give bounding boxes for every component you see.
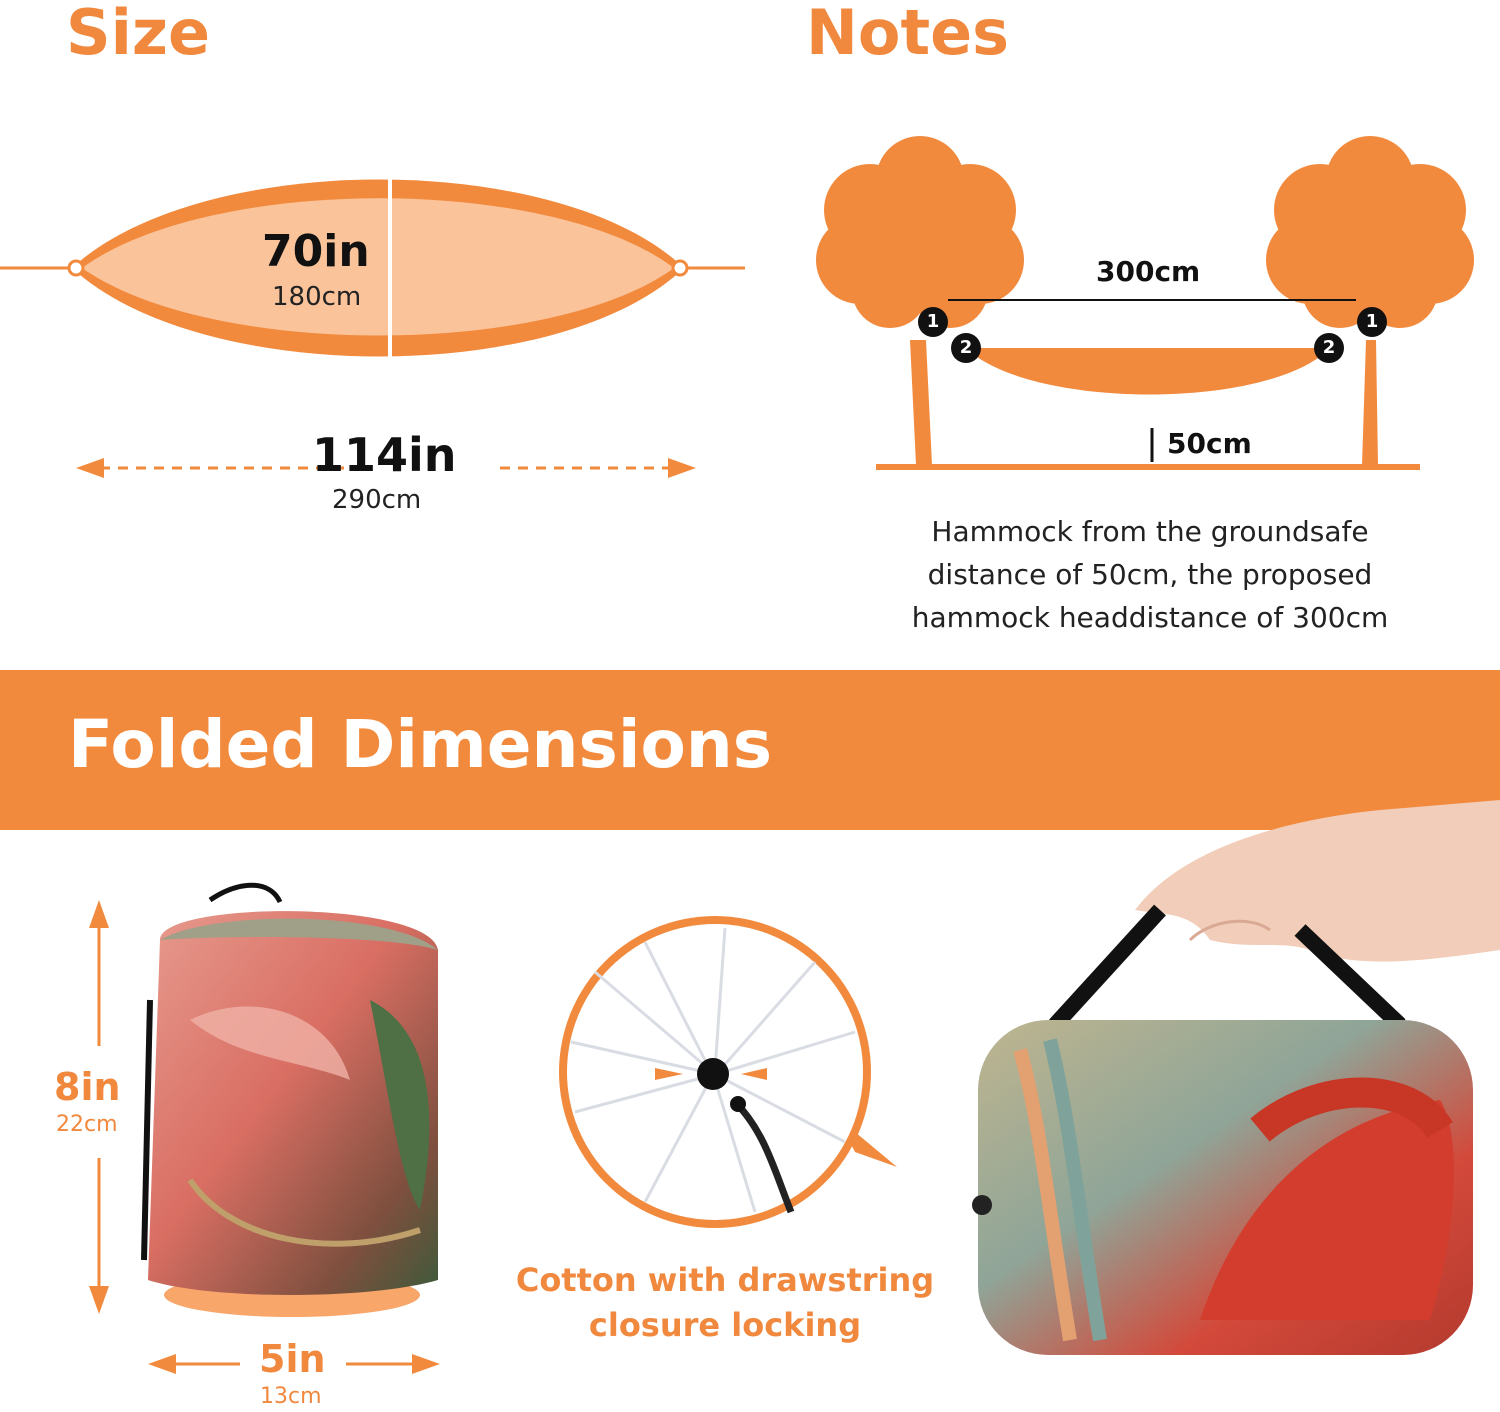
tree-icon	[816, 136, 1024, 465]
folded-banner-title: Folded Dimensions	[68, 706, 773, 783]
hammock-setup-diagram	[816, 136, 1474, 470]
size-heading: Size	[66, 0, 211, 69]
marker-2-left: 2	[959, 337, 973, 358]
hammock-length-cm: 290cm	[332, 485, 422, 515]
folded-bag-image	[141, 882, 438, 1317]
height-label: 50cm	[1167, 427, 1252, 460]
caption-line-1: Cotton with drawstring	[515, 1261, 935, 1299]
bag-height-inches: 8in	[54, 1065, 121, 1109]
notes-line-2: distance of 50cm, the proposed	[927, 558, 1373, 591]
hammock-width-inches: 70in	[262, 226, 370, 277]
tree-icon	[1266, 136, 1474, 465]
notes-description: Hammock from the groundsafe distance of …	[880, 510, 1420, 639]
hammock-length-inches: 114in	[312, 428, 457, 482]
bag-height-cm: 22cm	[56, 1112, 118, 1137]
height-arrow	[89, 900, 109, 1314]
span-label: 300cm	[1096, 255, 1201, 288]
marker-2-right: 2	[1322, 337, 1336, 358]
notes-heading: Notes	[806, 0, 1010, 69]
length-arrow	[76, 458, 696, 478]
bag-width-cm: 13cm	[260, 1384, 322, 1409]
bag-width-inches: 5in	[259, 1337, 326, 1381]
drawstring-caption: Cotton with drawstring closure locking	[490, 1258, 960, 1348]
drawstring-closeup	[559, 916, 897, 1228]
width-arrow	[148, 1354, 440, 1374]
hammock-size-illustration	[0, 136, 745, 402]
notes-line-1: Hammock from the groundsafe	[931, 515, 1369, 548]
hammock-width-cm: 180cm	[272, 282, 362, 312]
caption-line-2: closure locking	[588, 1306, 862, 1344]
carry-bag-image	[972, 800, 1500, 1355]
notes-line-3: hammock headdistance of 300cm	[911, 601, 1389, 634]
marker-1-right: 1	[1365, 311, 1379, 332]
marker-1-left: 1	[926, 311, 940, 332]
folded-banner	[0, 670, 1500, 830]
